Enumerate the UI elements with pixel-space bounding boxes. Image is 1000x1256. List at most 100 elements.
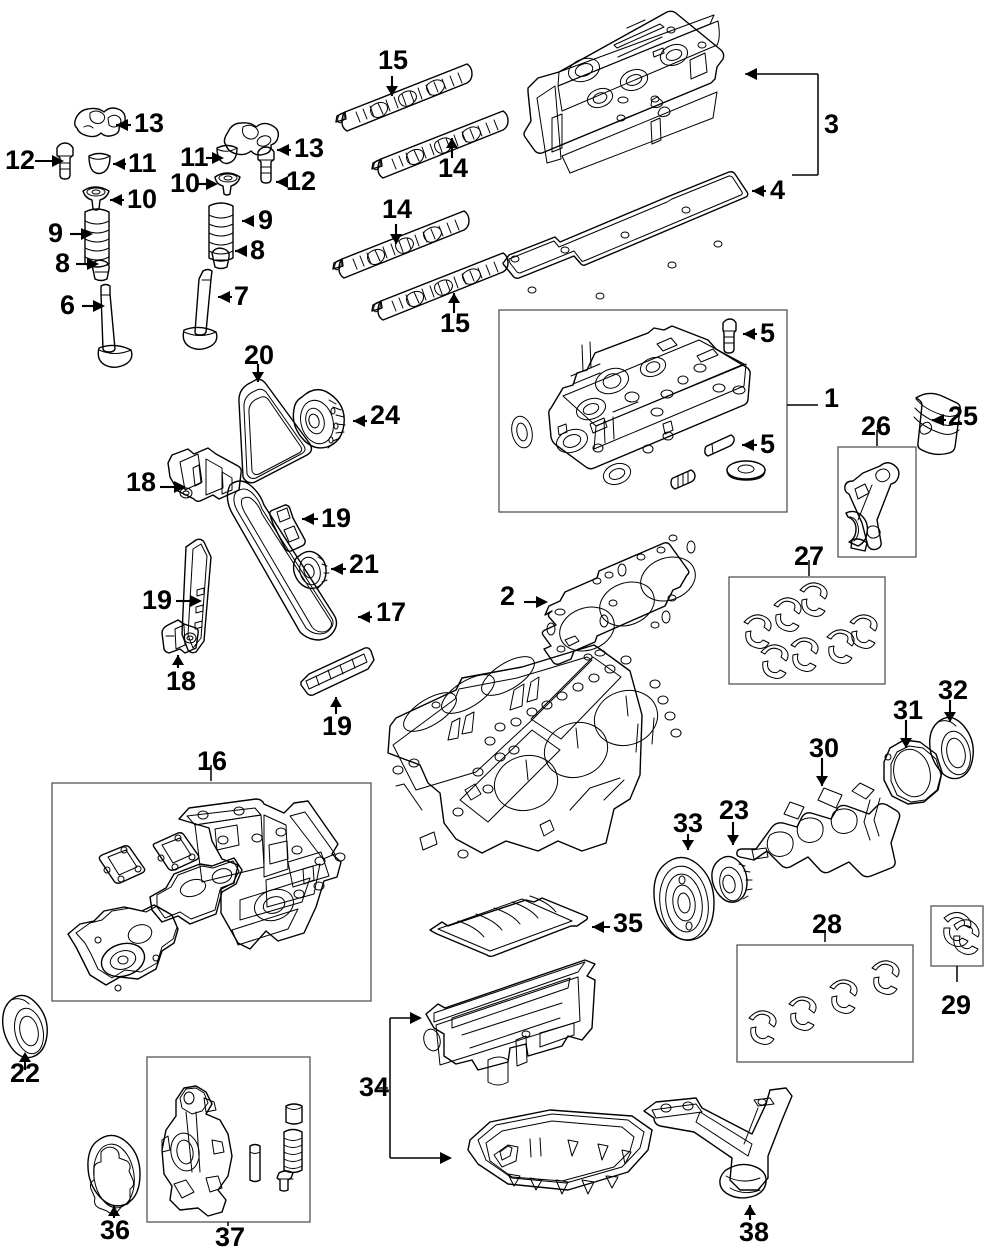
callout-14-upper[interactable]: 14	[438, 153, 469, 183]
rear-seal-retainer-icon	[883, 739, 943, 805]
callout-8-right[interactable]: 8	[250, 235, 266, 265]
callout-22[interactable]: 22	[10, 1058, 41, 1088]
callout-9-left[interactable]: 9	[48, 218, 64, 248]
valve-retainer-left-icon	[82, 186, 110, 211]
callout-27[interactable]: 27	[794, 541, 825, 571]
callout-15-upper[interactable]: 15	[378, 45, 409, 75]
rear-main-seal-icon	[928, 716, 974, 780]
callout-31[interactable]: 31	[893, 695, 924, 725]
valve-seal-right-icon	[211, 247, 230, 270]
callout-11-left[interactable]: 11	[128, 148, 157, 178]
camshaft-14-lower	[371, 110, 509, 179]
lash-adjuster-left-icon	[56, 142, 74, 180]
cylinder-head-icon	[511, 318, 766, 490]
callout-28[interactable]: 28	[812, 909, 843, 939]
callout-29[interactable]: 29	[941, 990, 972, 1020]
callout-32[interactable]: 32	[938, 675, 969, 705]
callout-10-left[interactable]: 10	[127, 184, 158, 214]
callout-23[interactable]: 23	[719, 795, 750, 825]
front-crank-seal-icon	[1, 994, 48, 1059]
oil-pan-lower-icon	[467, 1109, 653, 1195]
callout-17[interactable]: 17	[376, 597, 407, 627]
callout-8-left[interactable]: 8	[55, 248, 71, 278]
crank-sprocket-icon	[711, 855, 753, 903]
callout-10-right[interactable]: 10	[170, 168, 201, 198]
callout-26[interactable]: 26	[861, 411, 892, 441]
callout-35[interactable]: 35	[613, 908, 644, 938]
camshaft-15-lower	[371, 252, 509, 321]
callout-19-right[interactable]: 19	[321, 503, 352, 533]
camshaft-sprocket-icon	[292, 389, 346, 449]
callout-25[interactable]: 25	[948, 401, 979, 431]
callout-37[interactable]: 37	[215, 1222, 246, 1252]
thrust-washer-set-icon	[943, 912, 980, 955]
callout-18-upper[interactable]: 18	[126, 467, 157, 497]
valve-spring-left-icon	[84, 208, 110, 268]
callout-5-upper[interactable]: 5	[760, 318, 776, 348]
oil-pan-upper-icon	[423, 959, 596, 1086]
oil-pump-pin	[249, 1143, 261, 1183]
callout-30[interactable]: 30	[809, 733, 840, 763]
callout-2[interactable]: 2	[500, 581, 516, 611]
callout-1[interactable]: 1	[824, 383, 840, 413]
valve-retainer-right-icon	[214, 172, 241, 196]
oil-pickup-icon	[643, 1087, 793, 1199]
callout-6[interactable]: 6	[60, 290, 76, 320]
lash-adjuster-right-icon	[257, 146, 275, 184]
callout-13-right[interactable]: 13	[294, 133, 325, 163]
connecting-rod-icon	[844, 462, 900, 552]
cylinder-head-dowel-b	[704, 434, 735, 457]
group-boxes	[51, 309, 984, 1223]
idler-sprocket-icon	[292, 550, 330, 590]
drive-belt-icon	[238, 378, 313, 484]
callout-34[interactable]: 34	[359, 1072, 390, 1102]
callout-20[interactable]: 20	[244, 340, 275, 370]
cylinder-head-dowel-c	[670, 469, 696, 490]
valvetrain-right-group	[182, 122, 280, 350]
cylinder-head-washer	[726, 460, 766, 481]
camshaft-14-upper	[332, 210, 470, 279]
callout-11-right[interactable]: 11	[180, 142, 209, 172]
oil-pump-assembly-icon	[161, 1085, 303, 1217]
callout-33[interactable]: 33	[673, 808, 704, 838]
leader-lines	[19, 68, 958, 1226]
callout-18-lower[interactable]: 18	[166, 666, 197, 696]
oil-pump-rotor-icon	[87, 1134, 141, 1215]
callout-16[interactable]: 16	[197, 746, 228, 776]
callout-13-left[interactable]: 13	[134, 108, 165, 138]
camshaft-15-upper	[335, 63, 473, 132]
rod-bearing-set-icon	[743, 582, 878, 679]
cylinder-head-dowel-a	[722, 318, 737, 354]
exhaust-valve-icon	[182, 268, 218, 350]
callout-4[interactable]: 4	[770, 175, 786, 205]
callout-14-lower[interactable]: 14	[382, 194, 413, 224]
callout-38[interactable]: 38	[739, 1217, 770, 1247]
callout-3[interactable]: 3	[824, 109, 840, 139]
callout-5-lower[interactable]: 5	[760, 429, 776, 459]
valve-cover-gasket-icon	[502, 171, 749, 300]
chain-guide-bottom-icon	[300, 647, 375, 696]
callout-21[interactable]: 21	[349, 549, 380, 579]
callout-19-left[interactable]: 19	[142, 585, 173, 615]
callout-36[interactable]: 36	[100, 1215, 131, 1245]
chain-tensioner-upper-icon	[167, 447, 242, 502]
oil-pump-plug	[285, 1103, 303, 1125]
valve-spring-right-icon	[208, 202, 234, 262]
callout-12-left[interactable]: 12	[5, 145, 36, 175]
callout-24[interactable]: 24	[370, 400, 401, 430]
valve-keeper-left-icon	[88, 152, 111, 175]
main-bearing-set-icon	[748, 960, 900, 1045]
timing-cover-group-icon	[67, 798, 346, 992]
oil-pump-spring	[283, 1128, 303, 1174]
callout-7[interactable]: 7	[234, 281, 250, 311]
rocker-arm-right-icon	[223, 122, 280, 156]
crankshaft-icon	[736, 782, 901, 878]
rocker-arm-left-icon	[74, 107, 126, 138]
callout-15-lower[interactable]: 15	[440, 308, 471, 338]
callout-9-right[interactable]: 9	[258, 205, 274, 235]
callout-12-right[interactable]: 12	[286, 166, 317, 196]
intake-valve-icon	[97, 283, 133, 368]
callout-19-bottom[interactable]: 19	[322, 711, 353, 741]
chain-guide-left-icon	[181, 538, 212, 654]
